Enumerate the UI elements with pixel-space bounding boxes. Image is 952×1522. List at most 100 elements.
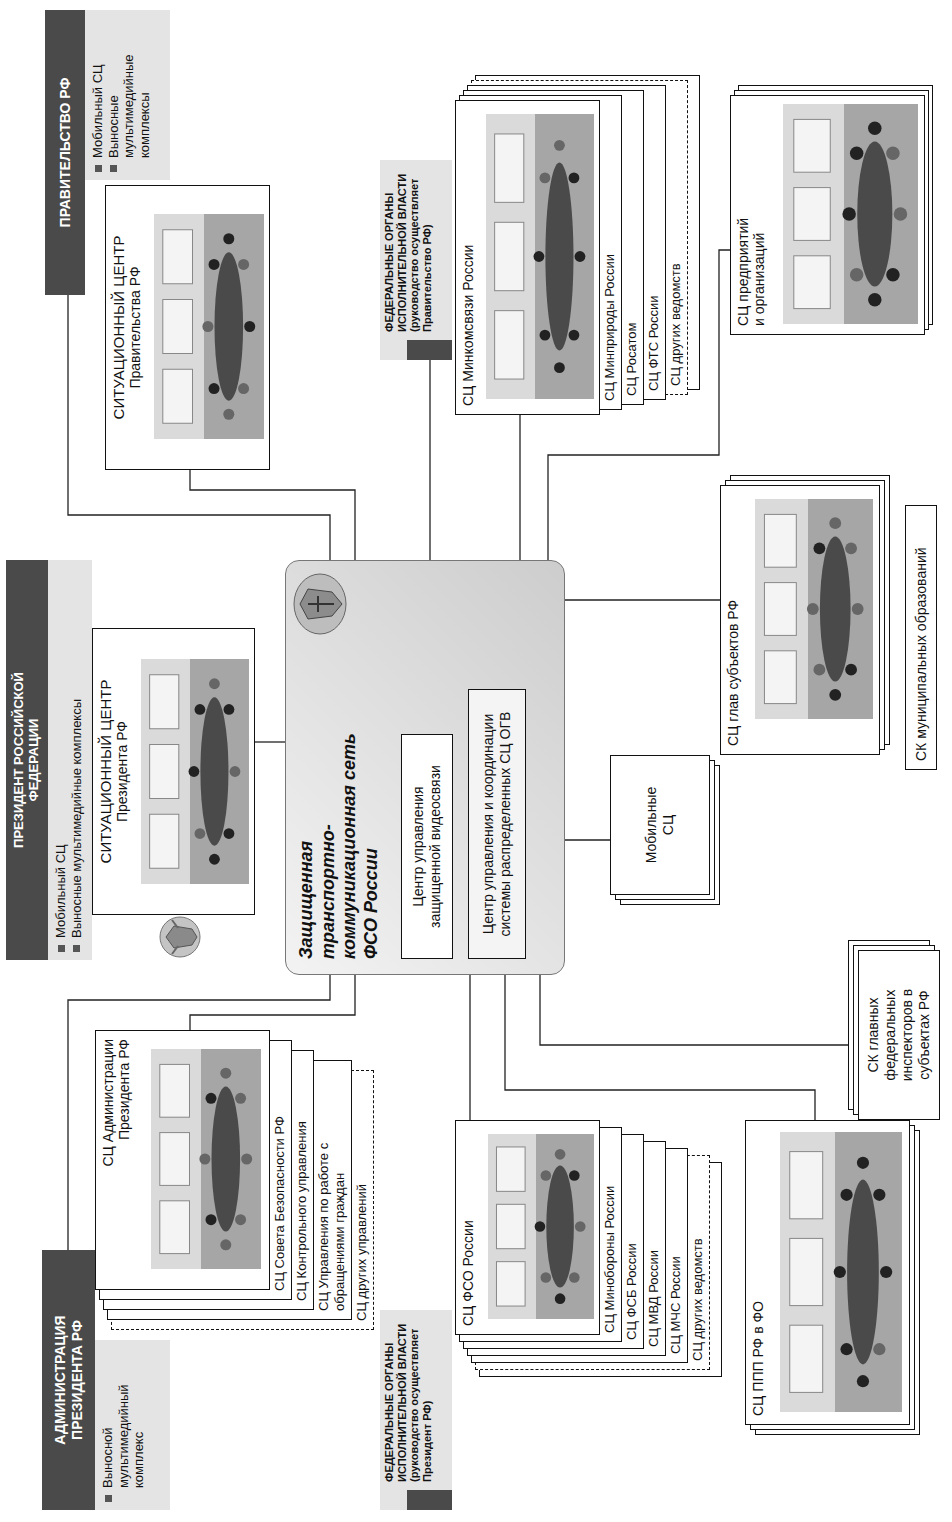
bullet-panel: Выносной мультимедийный комплекс [95,1340,170,1510]
photo-person [840,1343,852,1355]
photo-screen [764,583,796,636]
photo-ground [486,114,594,399]
photo-wall [488,1134,536,1319]
photo-screen [790,1325,823,1392]
connector-line [190,470,355,560]
bullet-panel: Мобильный СЦВыносные мультимедийные комп… [85,10,170,180]
authority-header: ФЕДЕРАЛЬНЫЕ ОРГАНЫ ИСПОЛНИТЕЛЬНОЙ ВЛАСТИ… [380,160,452,360]
photo-person [235,1214,246,1225]
photo-table [200,697,228,846]
photo-screen [496,1204,525,1248]
photo-person [842,207,856,221]
photo-person [199,1154,210,1165]
photo-person [840,1189,852,1201]
photo-ground [780,1132,902,1412]
photo-screen [160,1201,190,1254]
bullet-item: Выносные мультимедийные комплексы [106,18,153,172]
network-hub: Защищенная транспортно-коммуникационная … [285,560,565,975]
photo-screen [495,134,524,202]
photo-wall [151,1049,201,1269]
photo-person [880,1266,892,1278]
photo-screen [160,1133,190,1186]
photo-person [555,1149,566,1160]
photo-person [850,268,864,282]
photo-person [569,1272,580,1283]
photo-person [206,1214,217,1225]
photo-screen [496,1147,525,1191]
photo-person [540,173,551,184]
photo-screen [496,1262,525,1306]
photo-person [873,1343,885,1355]
authority-header: ФЕДЕРАЛЬНЫЕ ОРГАНЫ ИСПОЛНИТЕЛЬНОЙ ВЛАСТИ… [380,1310,452,1510]
photo-person [223,233,234,244]
photo-person [209,383,220,394]
photo-wall [780,1132,835,1412]
photo-ground [151,1049,261,1269]
connector-line [565,839,610,840]
photo-screen [150,745,179,799]
photo-table [215,252,244,401]
photo-table [545,162,573,350]
emblem-shield [300,589,342,619]
photo-person [220,1239,231,1250]
card-label: СЦ ФТС России [646,94,662,391]
process-box: СК муниципальных образований [905,505,937,770]
box-label: СЦ предприятий и организаций [735,208,767,326]
connector-line [429,360,430,560]
card-label: СЦ Совета Безопасности РФ [272,1049,288,1291]
photo-ground [488,1134,594,1319]
box-label: СЦ Администрации Президента РФ [100,1039,132,1189]
photo-ground [755,499,873,719]
photo-person [813,542,825,554]
card-label: СЦ других ведомств [690,1164,706,1361]
photo-wall [154,214,204,439]
photo-screen [163,369,193,423]
box-label: ФЕДЕРАЛЬНЫЕ ОРГАНЫ ИСПОЛНИТЕЛЬНОЙ ВЛАСТИ [383,1316,408,1482]
photo-screen [790,1238,823,1305]
card-label: СЦ МЧС России [668,1157,684,1354]
photo-person [873,1189,885,1201]
box-label: Мобильные СЦ [643,785,677,865]
photo-screen [790,1152,823,1219]
box-label: ПРАВИТЕЛЬСТВО РФ [57,78,73,228]
card-label: СЦ МВД России [646,1150,662,1347]
photo-wall [141,659,190,884]
photo-illustration [783,104,918,324]
photo-person [238,259,249,270]
photo-person [575,1221,586,1232]
photo-screen [150,814,179,868]
photo-table [857,141,892,286]
card-label: СЦ Управления по работе с обращениями гр… [316,1069,348,1311]
emblem-wings [172,920,178,954]
photo-ground [154,214,264,439]
photo-illustration [154,214,264,439]
photo-person [569,173,580,184]
dark-marker [407,340,452,360]
box-label: (руководство осуществляет Правительство … [408,166,433,332]
photo-screen [163,230,193,284]
control-center-box: Центр управления защищенной видеосвязи [401,734,453,959]
box-label: СИТУАЦИОННЫЙ ЦЕНТР [97,637,114,906]
situation-center-box: СЦ Администрации Президента РФ [95,1030,270,1290]
photo-person [554,140,565,151]
photo-person [230,766,241,777]
box-label: (руководство осуществляет Президент РФ) [408,1316,433,1482]
photo-person [244,321,255,332]
header-band: ПРАВИТЕЛЬСТВО РФ [45,10,85,295]
process-box: Мобильные СЦ [610,755,710,895]
photo-person [834,1266,846,1278]
photo-illustration [151,1049,261,1269]
photo-wall [755,499,808,719]
photo-person [829,517,841,529]
bullet-item: Выносной мультимедийный комплекс [100,1348,147,1502]
photo-screen [495,311,524,379]
photo-table [820,536,851,681]
photo-person [850,147,864,161]
photo-person [241,1154,252,1165]
control-center-box: Центр управления и координации системы р… [468,689,526,959]
card-label: СЦ других управлений [354,1079,370,1321]
photo-screen [160,1064,190,1117]
photo-person [575,251,586,262]
box-label: СК главных федеральных инспекторов в суб… [865,970,932,1100]
network-emblem [290,569,350,639]
